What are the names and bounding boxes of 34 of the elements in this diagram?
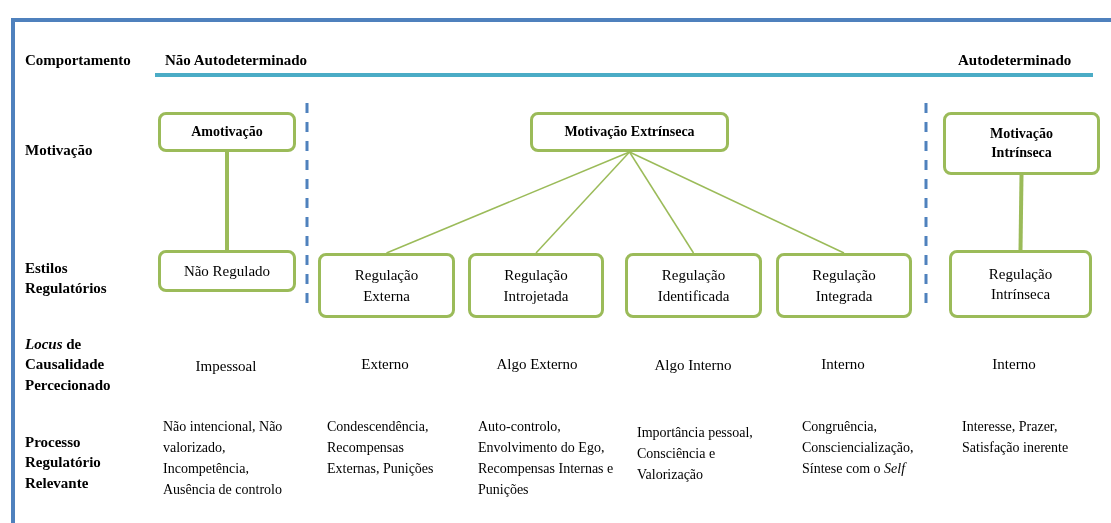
regulation-box: Regulação Intrínseca xyxy=(949,250,1092,318)
row-heading: Locus de Causalidade Percecionado xyxy=(25,335,112,395)
locus-text: Impessoal xyxy=(195,357,257,376)
locus-text: Externo xyxy=(361,355,409,374)
connector-line xyxy=(225,152,229,250)
locus-text: Interno xyxy=(992,355,1036,374)
regulation-box: Não Regulado xyxy=(158,250,296,292)
scale-label: Não Autodeterminado xyxy=(165,51,308,70)
row-heading: Estilos Regulatórios xyxy=(25,259,108,299)
process-text: Importância pessoal, Consciência e Valorização xyxy=(637,424,754,484)
row-heading: Comportamento xyxy=(25,51,131,70)
regulation-box: Regulação Introjetada xyxy=(468,253,604,318)
locus-text: Interno xyxy=(821,355,865,374)
process-text: Interesse, Prazer, Satisfação inerente xyxy=(962,418,1070,457)
connector-line xyxy=(628,151,695,254)
regulation-box: Regulação Externa xyxy=(318,253,455,318)
motivation-box: Amotivação xyxy=(158,112,296,152)
process-text: Congruência, Consciencialização, Síntese com o Self xyxy=(802,418,915,478)
connector-line xyxy=(385,151,631,254)
locus-text: Algo Externo xyxy=(496,355,578,374)
locus-text: Algo Interno xyxy=(654,356,732,375)
connector-line xyxy=(535,151,631,254)
process-text: Não intencional, Não valorizado, Incompetência, Ausência de controlo xyxy=(163,418,284,499)
regulation-box: Regulação Identificada xyxy=(625,253,762,318)
process-text: Condescendência, Recompensas Externas, Punições xyxy=(327,418,435,478)
motivation-box: Motivação Extrínseca xyxy=(530,112,729,152)
scale-label: Autodeterminado xyxy=(958,51,1072,70)
regulation-box: Regulação Integrada xyxy=(776,253,912,318)
motivation-box: Motivação Intrínseca xyxy=(943,112,1100,175)
process-text: Auto-controlo, Envolvimento do Ego, Recompensas Internas e Punições xyxy=(478,418,615,499)
connector-line xyxy=(1018,174,1024,251)
connector-line xyxy=(628,151,845,254)
row-heading: Processo Regulatório Relevante xyxy=(25,433,102,493)
row-heading: Motivação xyxy=(25,141,93,160)
